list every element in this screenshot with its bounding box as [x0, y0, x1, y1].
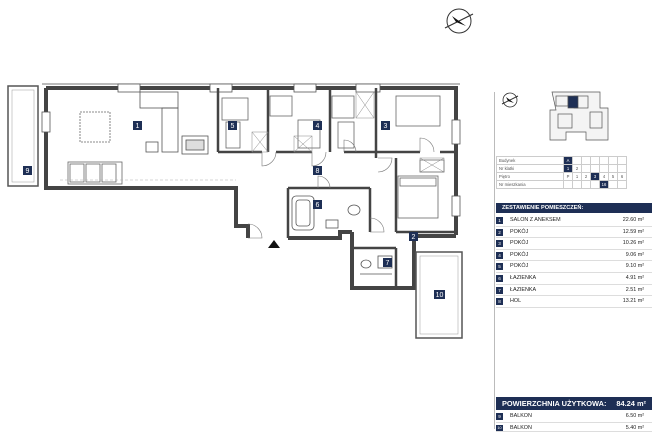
room-label-7: 7 — [383, 258, 392, 267]
room-label-8: 8 — [313, 166, 322, 175]
room-label-5: 5 — [228, 121, 237, 130]
kitchen — [139, 91, 209, 155]
usable-area-label: POWIERZCHNIA UŻYTKOWA: — [502, 399, 607, 408]
svg-text:8: 8 — [316, 168, 320, 175]
svg-text:6: 6 — [316, 202, 320, 209]
svg-text:4: 4 — [316, 123, 320, 130]
svg-text:5: 5 — [231, 123, 235, 130]
divider-line — [494, 92, 495, 429]
room-label-10: 10 — [434, 290, 445, 299]
room-labels: 1 2 3 4 5 6 7 8 9 10 — [23, 121, 445, 299]
svg-text:3: 3 — [384, 123, 388, 130]
svg-text:9: 9 — [26, 168, 30, 175]
room-label-4: 4 — [313, 121, 322, 130]
entry-arrow-icon — [268, 240, 280, 248]
balcony-9 — [7, 85, 39, 187]
room-label-3: 3 — [381, 121, 390, 130]
svg-text:1: 1 — [136, 123, 140, 130]
bathroom-fixtures — [291, 195, 393, 275]
side-compass-icon — [501, 92, 519, 108]
compass-icon — [444, 8, 474, 34]
room-label-1: 1 — [133, 121, 142, 130]
svg-text:10: 10 — [436, 292, 444, 299]
balcony-10 — [415, 251, 463, 339]
svg-text:7: 7 — [386, 260, 390, 267]
room-label-2: 2 — [409, 232, 418, 241]
furniture — [67, 95, 445, 219]
outer-walls — [44, 86, 458, 290]
doors — [247, 137, 435, 239]
windows — [41, 83, 461, 217]
svg-text:2: 2 — [412, 234, 416, 241]
room-label-6: 6 — [313, 200, 322, 209]
usable-area-bar: POWIERZCHNIA UŻYTKOWA: 84.24 m² — [496, 397, 652, 410]
key-plan — [549, 91, 609, 141]
summary-title: ZESTAWIENIE POMIESZCZEŃ: — [496, 203, 652, 213]
room-label-9: 9 — [23, 166, 32, 175]
wardrobes — [251, 91, 445, 173]
usable-area-value: 84.24 m² — [616, 399, 646, 408]
